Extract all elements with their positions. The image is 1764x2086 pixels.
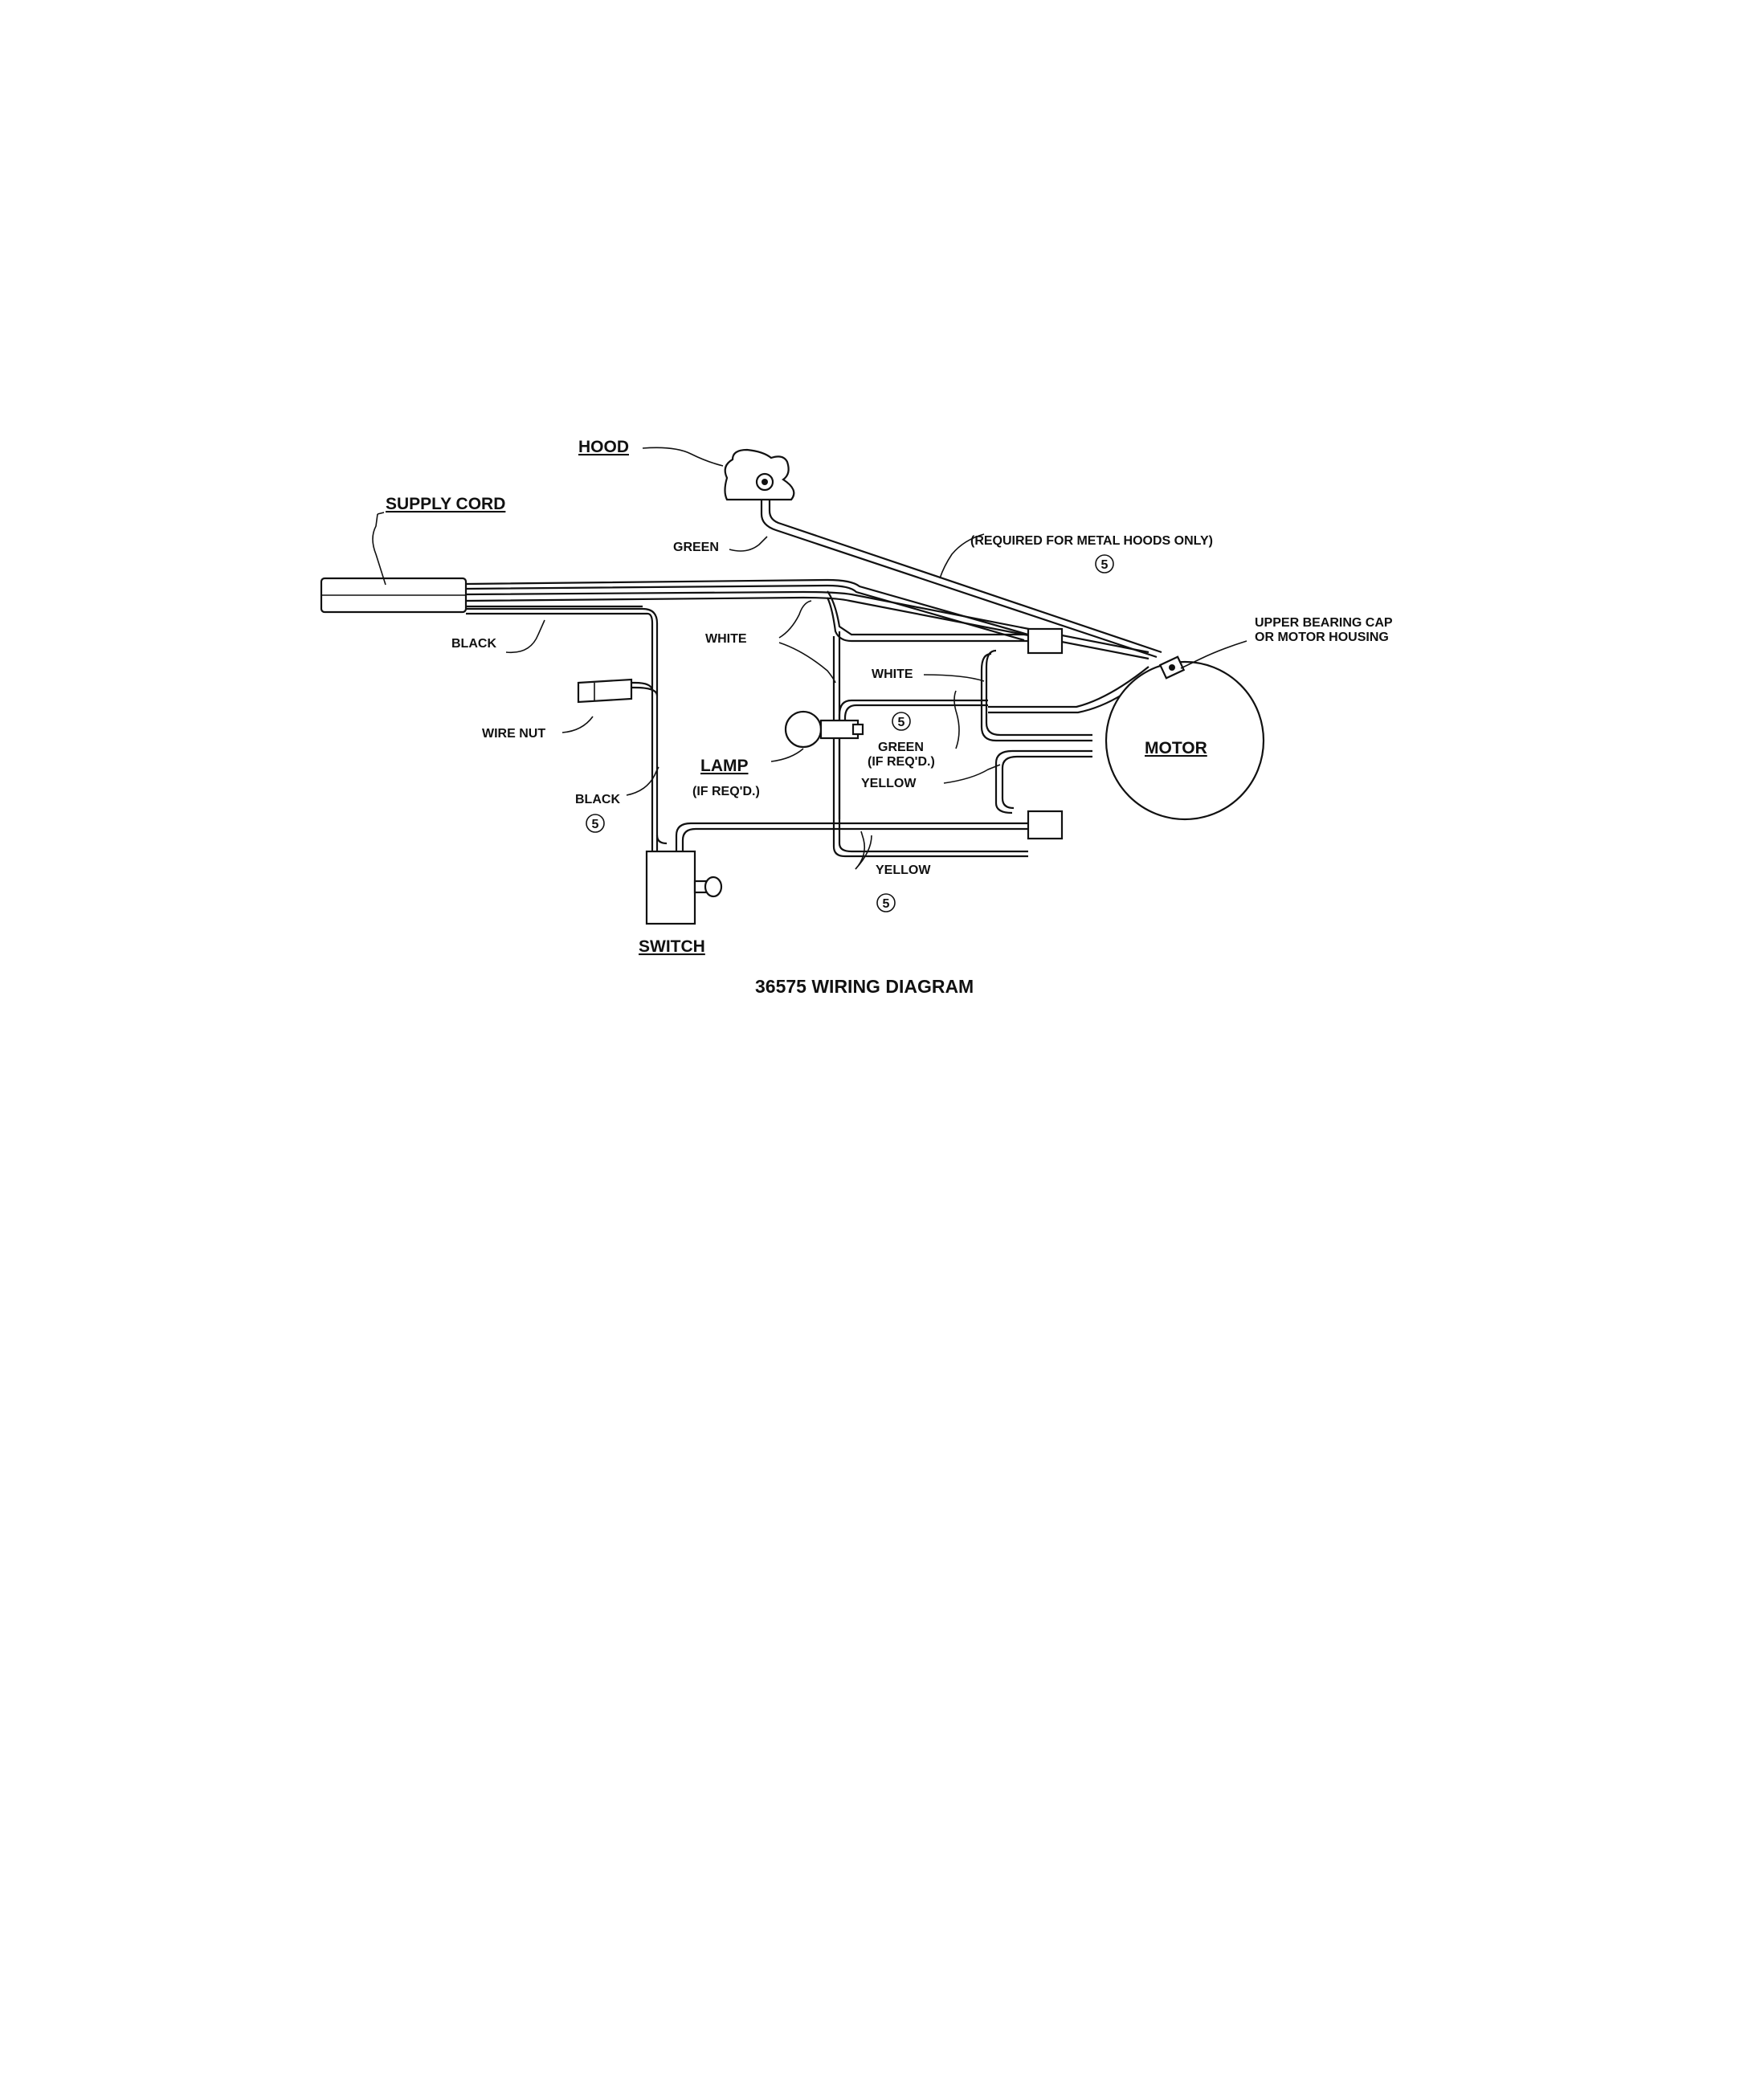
label-black-bottom: BLACK <box>575 793 620 806</box>
label-upper-bearing-2: OR MOTOR HOUSING <box>1255 631 1389 644</box>
label-green-req: (IF REQ'D.) <box>868 755 935 769</box>
leader-lines <box>372 447 1247 870</box>
motor-housing <box>1105 660 1265 821</box>
hood-shape <box>724 448 795 501</box>
callout-number: 5 <box>592 818 599 831</box>
lower-motor-connector <box>1027 810 1064 840</box>
lamp-bulb <box>784 710 823 749</box>
label-motor: MOTOR <box>1145 739 1207 757</box>
label-lamp: LAMP <box>700 757 749 775</box>
cord-bundle <box>465 578 1149 660</box>
label-supply-cord: SUPPLY CORD <box>386 495 505 513</box>
lamp-leads <box>838 699 988 819</box>
label-required-note: (REQUIRED FOR METAL HOODS ONLY) <box>970 534 1213 548</box>
label-wire-nut: WIRE NUT <box>482 727 545 741</box>
switch-body <box>645 850 696 925</box>
label-hood: HOOD <box>578 438 629 456</box>
callout-5-yellow: 5 <box>876 893 896 912</box>
label-green-mid: GREEN <box>878 741 924 754</box>
label-yellow-bottom: YELLOW <box>876 863 931 877</box>
label-switch: SWITCH <box>639 937 705 956</box>
green-wire-hood <box>760 490 1162 659</box>
diagram-title: 36575 WIRING DIAGRAM <box>755 976 974 997</box>
callout-number: 5 <box>1101 558 1109 572</box>
label-green-top: GREEN <box>673 541 719 554</box>
callout-5-black: 5 <box>586 814 605 833</box>
callout-5-lamp: 5 <box>892 712 911 731</box>
black-wire-to-switch <box>466 607 668 845</box>
yellow-wire-switch-to-motor <box>675 822 1028 851</box>
hood-screw-center <box>762 479 768 485</box>
connector-to-motor-wires <box>980 649 1092 814</box>
callout-5-required: 5 <box>1095 554 1114 574</box>
motor-terminal-center <box>1169 664 1175 671</box>
switch-knob <box>704 876 723 898</box>
label-white-right: WHITE <box>872 667 913 681</box>
label-upper-bearing-1: UPPER BEARING CAP <box>1255 616 1393 630</box>
label-yellow-mid: YELLOW <box>861 777 917 790</box>
wire-nut <box>577 678 633 704</box>
label-black-top: BLACK <box>451 637 496 651</box>
lamp-terminal <box>851 723 864 736</box>
callout-number: 5 <box>883 897 890 911</box>
upper-motor-connector <box>1027 627 1064 655</box>
white-wire-bus <box>827 590 1028 858</box>
label-white-left: WHITE <box>705 632 747 646</box>
callout-number: 5 <box>898 716 905 729</box>
label-lamp-req: (IF REQ'D.) <box>692 785 760 798</box>
